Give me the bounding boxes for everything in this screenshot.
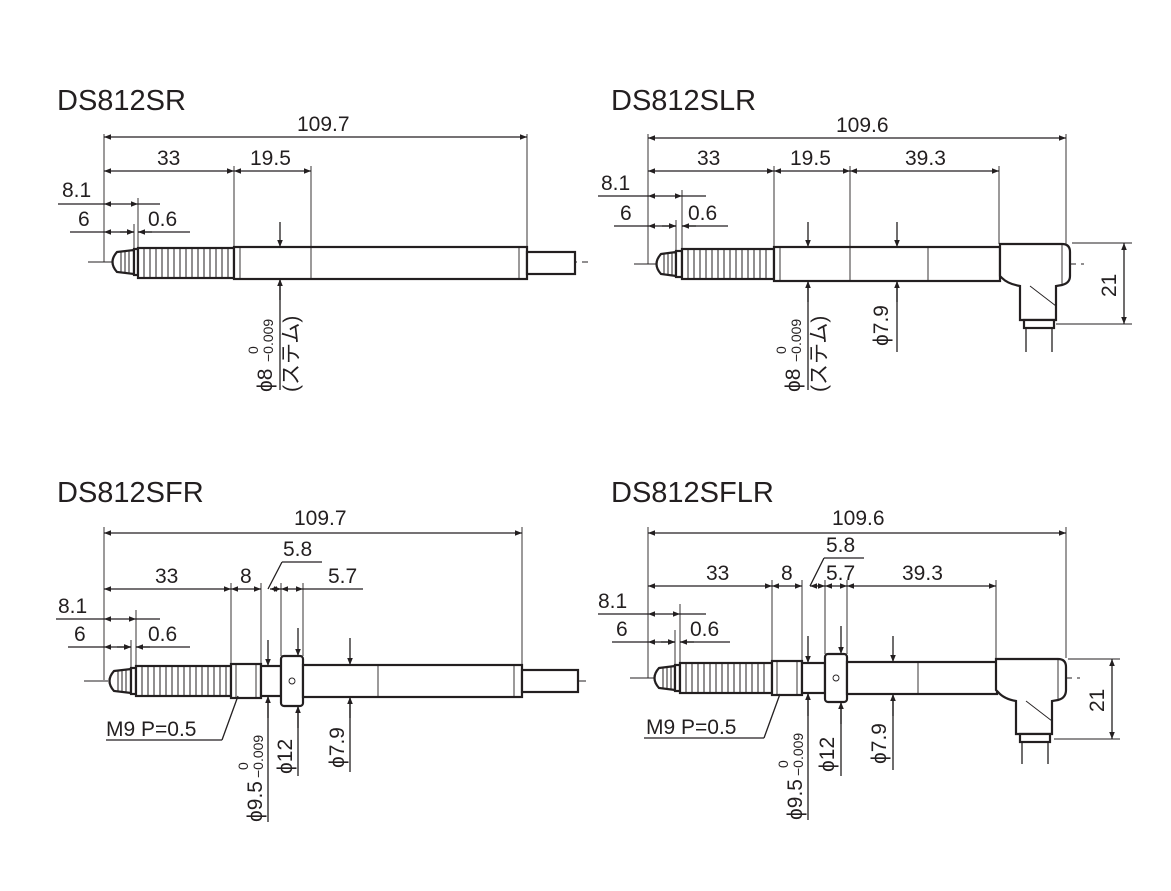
view-title: DS812SLR bbox=[611, 85, 756, 117]
dimension-33: 33 bbox=[706, 562, 729, 585]
view-ds812sfr: DS812SFR 109.7 33 8 5.8 5.7 8.1 6 0.6 bbox=[56, 477, 586, 822]
dimension-33: 33 bbox=[155, 565, 178, 588]
dimension-109-6: 109.6 bbox=[836, 114, 889, 137]
bellows-ribs bbox=[143, 248, 229, 278]
dimension-6: 6 bbox=[620, 202, 632, 225]
view-ds812sr: DS812SR 109.7 33 19.5 8.1 6 0.6 bbox=[57, 85, 588, 392]
dimension-39-3: 39.3 bbox=[905, 147, 946, 170]
dimension-8: 8 bbox=[781, 562, 793, 585]
stem-body bbox=[845, 660, 999, 696]
stem-body bbox=[232, 245, 529, 281]
tolerance-upper: 0 bbox=[245, 346, 261, 354]
thread-spec: M9 P=0.5 bbox=[646, 716, 736, 739]
dimension-8: 8 bbox=[240, 565, 252, 588]
dimension-0-6: 0.6 bbox=[690, 618, 719, 641]
bellows-boot bbox=[680, 247, 776, 281]
threaded-section bbox=[229, 662, 263, 700]
view-ds812sflr: DS812SFLR 109.6 33 8 5.8 5.7 39.3 8.1 6 bbox=[598, 477, 1120, 820]
dimension-8-1: 8.1 bbox=[601, 172, 630, 195]
svg-text:ϕ9.5: ϕ9.5 bbox=[244, 781, 267, 822]
right-angle-head bbox=[998, 242, 1072, 322]
dimension-8-1: 8.1 bbox=[62, 179, 91, 202]
stem-note: (ステム) bbox=[808, 316, 831, 392]
phi7-9-label: ϕ7.9 bbox=[870, 305, 893, 346]
bellows-ribs bbox=[687, 249, 767, 279]
dimension-0-6: 0.6 bbox=[148, 623, 177, 646]
dimension-5-7: 5.7 bbox=[826, 562, 855, 585]
tolerance-upper: 0 bbox=[775, 760, 791, 768]
contact-point bbox=[111, 248, 136, 276]
stem-diameter-label: ϕ8 0 −0.009 (ステム) bbox=[245, 316, 303, 392]
dimension-5-8: 5.8 bbox=[826, 534, 855, 557]
view-ds812slr: DS812SLR 109.6 33 19.5 39.3 8.1 6 0.6 21 bbox=[598, 85, 1132, 392]
dimension-19-5: 19.5 bbox=[790, 147, 831, 170]
phi12-label: ϕ12 bbox=[816, 737, 839, 772]
phi7-9-label: ϕ7.9 bbox=[326, 727, 349, 768]
phi7-9-label: ϕ7.9 bbox=[868, 723, 891, 764]
dimension-8-1: 8.1 bbox=[58, 595, 87, 618]
stem-note: (ステム) bbox=[280, 316, 303, 392]
view-title: DS812SFR bbox=[57, 477, 204, 509]
view-title: DS812SR bbox=[57, 85, 186, 117]
bellows-ribs bbox=[685, 663, 765, 693]
phi12-label: ϕ12 bbox=[274, 739, 297, 774]
view-title: DS812SFLR bbox=[611, 477, 774, 509]
dimension-33: 33 bbox=[697, 147, 720, 170]
contact-point bbox=[653, 664, 677, 692]
phi8-label: ϕ8 bbox=[254, 369, 277, 392]
dimension-5-7: 5.7 bbox=[328, 565, 357, 588]
stem-diameter-label: ϕ8 0 −0.009 (ステム) bbox=[773, 316, 831, 392]
tolerance-upper: 0 bbox=[773, 346, 789, 354]
mounting-collar bbox=[823, 652, 849, 704]
dimension-0-6: 0.6 bbox=[148, 208, 177, 231]
dimension-109-7: 109.7 bbox=[297, 113, 350, 136]
cable bbox=[520, 668, 580, 694]
dimension-39-3: 39.3 bbox=[902, 562, 943, 585]
stem-body bbox=[772, 245, 1002, 283]
tolerance-lower: −0.009 bbox=[250, 735, 266, 778]
tolerance-lower: −0.009 bbox=[790, 733, 806, 776]
dimension-21: 21 bbox=[1086, 689, 1109, 712]
dimension-109-6: 109.6 bbox=[832, 507, 885, 530]
cable bbox=[525, 250, 577, 276]
dimension-19-5: 19.5 bbox=[250, 147, 291, 170]
dimension-5-8: 5.8 bbox=[283, 538, 312, 561]
bellows-boot bbox=[678, 661, 774, 695]
contact-point bbox=[655, 250, 678, 278]
dimension-8-1: 8.1 bbox=[598, 590, 627, 613]
dimension-109-7: 109.7 bbox=[294, 507, 347, 530]
thread-spec: M9 P=0.5 bbox=[106, 718, 196, 741]
dimension-33: 33 bbox=[157, 147, 180, 170]
stem-body bbox=[301, 663, 524, 699]
svg-text:ϕ9.5: ϕ9.5 bbox=[784, 779, 807, 820]
right-angle-head bbox=[994, 657, 1068, 736]
tolerance-lower: −0.009 bbox=[260, 319, 276, 362]
mounting-collar bbox=[279, 654, 305, 708]
phi9-5-label: ϕ9.5 0 −0.009 bbox=[775, 733, 807, 820]
phi9-5-label: ϕ9.5 0 −0.009 bbox=[235, 735, 267, 822]
bellows-ribs bbox=[141, 666, 227, 696]
dimension-6: 6 bbox=[78, 208, 90, 231]
dimension-0-6: 0.6 bbox=[688, 202, 717, 225]
tolerance-upper: 0 bbox=[235, 762, 251, 770]
dimension-6: 6 bbox=[74, 623, 86, 646]
tolerance-lower: −0.009 bbox=[788, 319, 804, 362]
threaded-section bbox=[770, 659, 804, 697]
phi8-label: ϕ8 bbox=[782, 369, 805, 392]
contact-point bbox=[108, 667, 133, 695]
dimension-6: 6 bbox=[616, 618, 628, 641]
dimension-21: 21 bbox=[1098, 274, 1121, 297]
